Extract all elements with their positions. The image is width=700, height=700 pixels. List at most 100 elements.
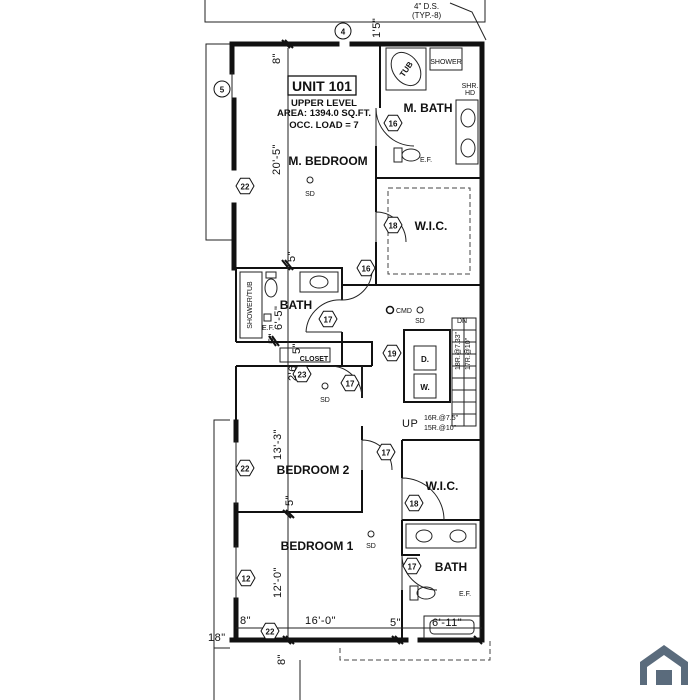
dim-top-1-5: 1'5" bbox=[371, 18, 383, 38]
toilet-icon bbox=[416, 586, 436, 600]
room-label-bedroom-1: BEDROOM 1 bbox=[281, 539, 354, 553]
dim-5a: 5" bbox=[286, 251, 298, 262]
dim-bedroom-1-depth: 12'-0" bbox=[272, 567, 284, 598]
smoke-detector-icon bbox=[321, 382, 329, 390]
tag-marker bbox=[404, 494, 424, 512]
note-ds: 4" D.S. bbox=[414, 2, 439, 11]
tag-marker bbox=[236, 569, 256, 587]
unit-title: UNIT 101 bbox=[292, 78, 352, 94]
stairs: DN UP 16R.@7.5" 15R.@10" 18R.@7.33" 17R.… bbox=[402, 317, 477, 432]
dim-18: 18" bbox=[208, 632, 226, 644]
laundry: D. W. bbox=[403, 329, 451, 403]
tag-label: 18 bbox=[410, 500, 419, 509]
dim-8-side: 8" bbox=[276, 654, 288, 665]
stair-note-dn-1: 18R.@7.33" bbox=[455, 331, 462, 370]
room-label-wic-1: W.I.C. bbox=[415, 219, 448, 233]
dim-5c: 5" bbox=[291, 343, 303, 354]
home-icon bbox=[640, 645, 688, 685]
dim-8-bottom: 8" bbox=[240, 615, 251, 627]
dim-bedroom-2-depth: 13'-3" bbox=[272, 429, 284, 460]
tag-marker bbox=[382, 344, 402, 362]
tag-marker bbox=[340, 374, 360, 392]
dim-6-11: 6'-11" bbox=[432, 617, 462, 629]
stair-dn: DN bbox=[457, 318, 467, 325]
room-label-closet: CLOSET bbox=[300, 356, 329, 363]
tag-marker bbox=[213, 80, 231, 98]
tag-marker bbox=[334, 22, 352, 40]
ef-label: E.F. bbox=[262, 325, 274, 332]
tag-label: 5 bbox=[220, 86, 225, 95]
room-label-m-bedroom: M. BEDROOM bbox=[288, 154, 367, 168]
dim-5b: 5" bbox=[267, 333, 279, 344]
tag-marker bbox=[235, 459, 255, 477]
closet-rod bbox=[279, 347, 331, 363]
unit-occ-load: OCC. LOAD = 7 bbox=[289, 120, 358, 131]
stair-up: UP bbox=[402, 418, 418, 430]
sink-icon bbox=[460, 138, 476, 158]
shr-hd-label: SHR. bbox=[462, 83, 479, 90]
svg-text:SD: SD bbox=[415, 318, 425, 325]
dim-2-6: 2'6 bbox=[287, 365, 299, 381]
tag-label: 22 bbox=[241, 465, 250, 474]
sink-icon bbox=[415, 529, 433, 543]
unit-title-box bbox=[287, 75, 357, 96]
smoke-detectors: SD SD SD SD CMD bbox=[305, 176, 425, 550]
tag-label: 22 bbox=[266, 628, 275, 637]
smoke-detector-icon bbox=[416, 306, 424, 314]
dryer-label: D. bbox=[421, 355, 429, 364]
dim-bath-depth: 6'-5" bbox=[273, 306, 285, 330]
stair-note-up-1: 16R.@7.5" bbox=[424, 415, 459, 422]
sink-icon bbox=[309, 275, 329, 289]
toilet-icon bbox=[401, 148, 421, 162]
svg-text:SD: SD bbox=[366, 543, 376, 550]
shower-label: SHOWER bbox=[430, 59, 462, 66]
dim-5d: 5" bbox=[284, 495, 296, 506]
dimension-ticks bbox=[268, 39, 483, 645]
tag-label: 23 bbox=[298, 371, 307, 380]
room-label-bath: BATH bbox=[280, 298, 312, 312]
room-label-bedroom-2: BEDROOM 2 bbox=[277, 463, 350, 477]
tag-label: 12 bbox=[242, 575, 251, 584]
co-detector-icon bbox=[385, 305, 395, 315]
cmd-label: CMD bbox=[396, 308, 412, 315]
stair-note-dn-2: 17R.@10" bbox=[465, 337, 472, 370]
tag-label: 17 bbox=[382, 449, 391, 458]
balcony-outlines bbox=[204, 0, 491, 700]
smoke-detector-icon bbox=[306, 176, 314, 184]
unit-level: UPPER LEVEL bbox=[291, 98, 357, 109]
tag-marker bbox=[292, 365, 312, 383]
tag-label: 22 bbox=[241, 183, 250, 192]
washer-label: W. bbox=[420, 383, 429, 392]
room-label-wic-2: W.I.C. bbox=[426, 479, 459, 493]
room-label-bath-2: BATH bbox=[435, 560, 467, 574]
tag-label: 17 bbox=[346, 380, 355, 389]
dim-width-16: 16'-0" bbox=[305, 615, 336, 627]
dim-m-bedroom-depth: 20'-5" bbox=[271, 144, 283, 175]
tag-label: 17 bbox=[408, 563, 417, 572]
tag-marker bbox=[235, 177, 255, 195]
shower-tub-label: SHOWER/TUB bbox=[247, 281, 254, 329]
tag-marker bbox=[383, 216, 403, 234]
bath-2-fixtures bbox=[405, 523, 481, 639]
tag-marker bbox=[356, 259, 376, 277]
sink-icon bbox=[449, 529, 467, 543]
tub-label: TUB bbox=[398, 60, 415, 79]
tag-label: 16 bbox=[389, 120, 398, 129]
tag-label: 18 bbox=[389, 222, 398, 231]
tub-icon bbox=[390, 51, 422, 87]
svg-text:SD: SD bbox=[320, 397, 330, 404]
ef-label: E.F. bbox=[420, 157, 432, 164]
unit-area: AREA: 1394.0 SQ.FT. bbox=[277, 108, 371, 119]
tag-label: 19 bbox=[388, 350, 397, 359]
toilet-icon bbox=[264, 278, 278, 298]
exhaust-fan-icon bbox=[263, 313, 272, 322]
stair-note-up-2: 15R.@10" bbox=[424, 425, 457, 432]
dim-top-8: 8" bbox=[271, 53, 283, 64]
tag-marker bbox=[376, 443, 396, 461]
note-typ: (TYP.-8) bbox=[412, 11, 442, 20]
tag-label: 16 bbox=[362, 265, 371, 274]
shr-hd-label-2: HD bbox=[465, 90, 475, 97]
tag-marker bbox=[318, 310, 338, 328]
